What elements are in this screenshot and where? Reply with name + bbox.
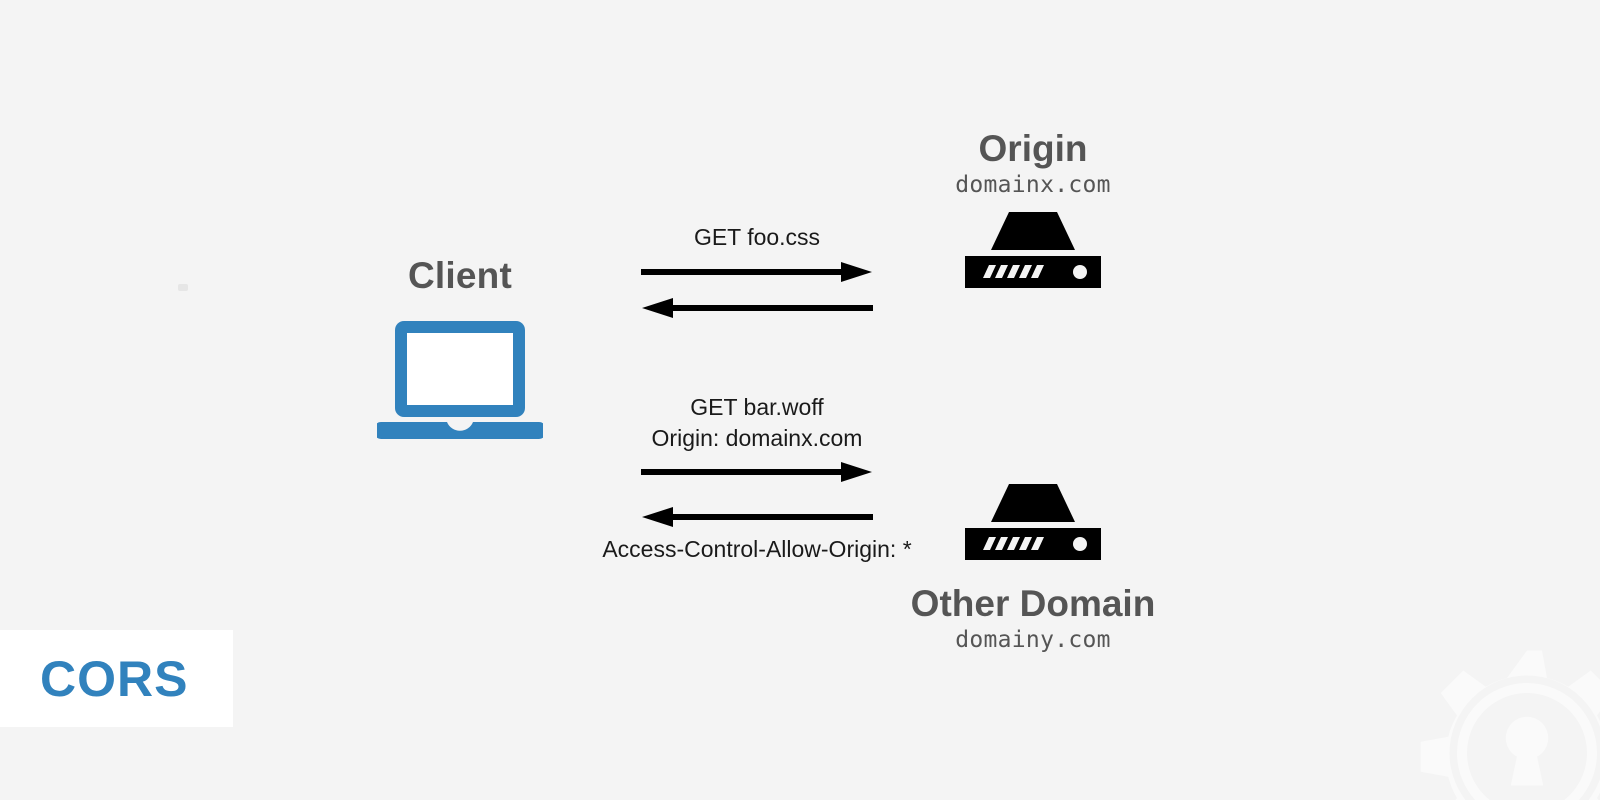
origin-title: Origin bbox=[978, 128, 1088, 169]
request-label-bar-woff: GET bar.woff bbox=[690, 394, 824, 420]
exchange-origin: GET foo.css bbox=[567, 222, 947, 319]
other-domain-domain: domainy.com bbox=[955, 627, 1111, 654]
server-node-origin: Origin domainx.com bbox=[853, 128, 1213, 307]
request-label-foo-css: GET foo.css bbox=[693, 224, 821, 250]
client-label: Client bbox=[408, 255, 512, 296]
arrow-request-right bbox=[567, 461, 947, 483]
cors-title: CORS bbox=[40, 650, 189, 707]
other-domain-title: Other Domain bbox=[910, 583, 1156, 624]
server-node-other-domain: Other Domain domainy.com bbox=[853, 470, 1213, 653]
arrow-response-left bbox=[567, 297, 947, 319]
client-node: Client bbox=[330, 255, 590, 444]
background-speck bbox=[178, 284, 188, 291]
arrow-request-right bbox=[567, 261, 947, 283]
server-icon bbox=[853, 482, 1213, 565]
request-label-origin-header: Origin: domainx.com bbox=[651, 424, 863, 451]
response-label-acao: Access-Control-Allow-Origin: * bbox=[602, 536, 912, 563]
arrow-response-left bbox=[567, 506, 947, 528]
laptop-icon bbox=[330, 321, 590, 444]
server-icon bbox=[853, 210, 1213, 293]
exchange-other-domain: GET bar.woff Origin: domainx.com Access-… bbox=[567, 392, 947, 565]
cors-banner: CORS bbox=[0, 630, 233, 727]
gear-keyhole-icon bbox=[1402, 628, 1600, 800]
origin-domain: domainx.com bbox=[955, 172, 1111, 199]
